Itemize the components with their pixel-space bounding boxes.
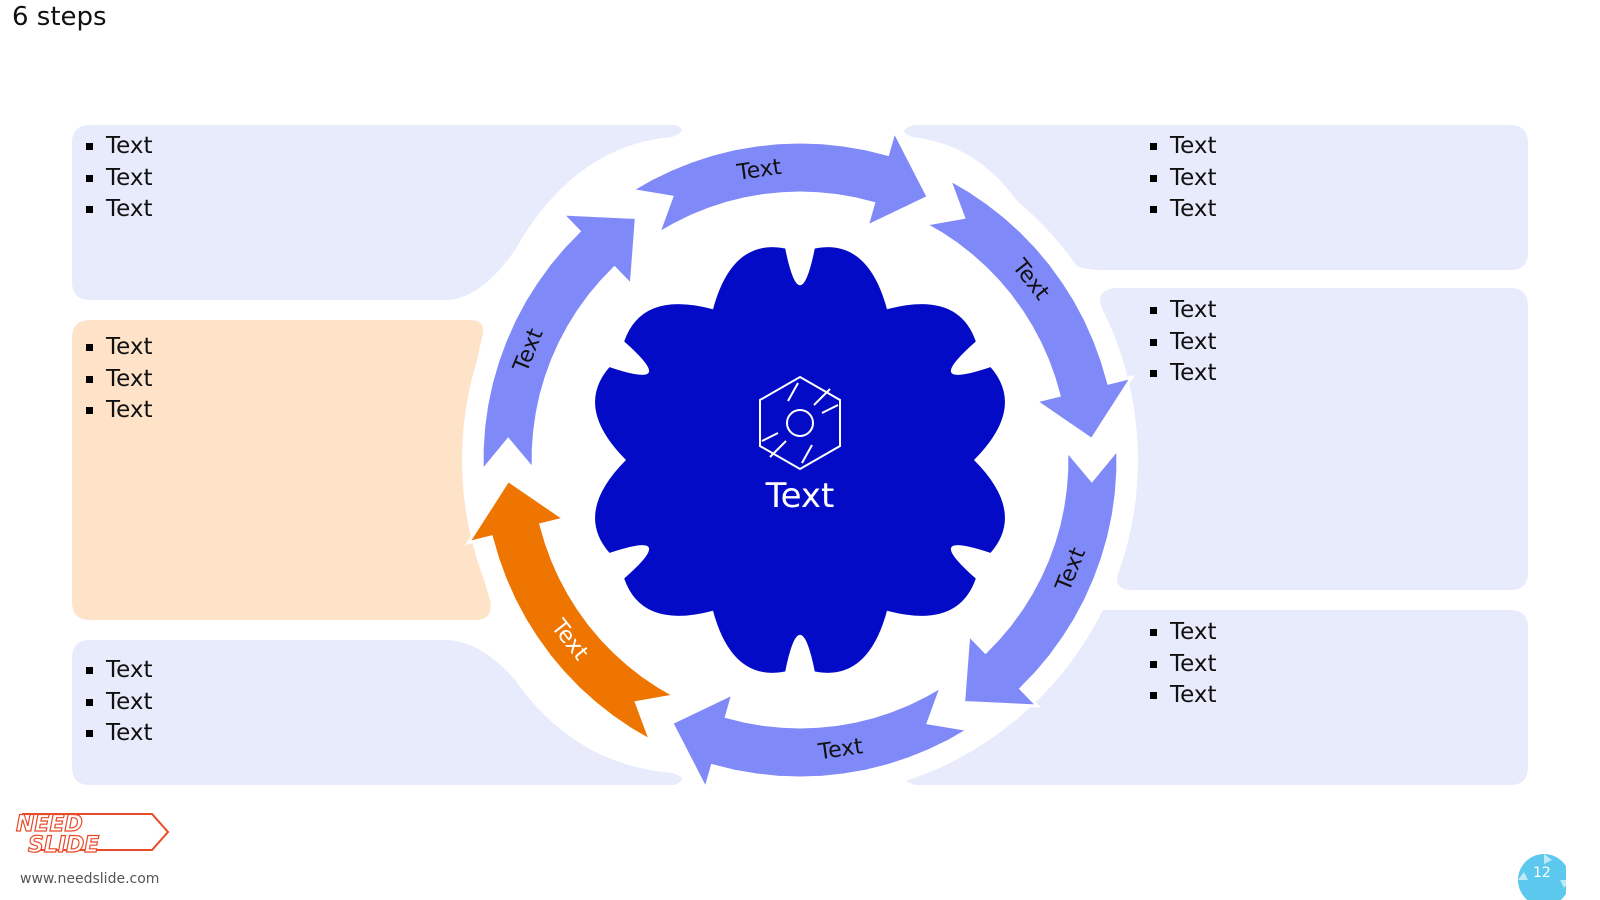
svg-text:NEED: NEED xyxy=(16,812,83,837)
panel-list-top-left: Text Text Text xyxy=(72,131,153,226)
svg-text:SLIDE: SLIDE xyxy=(28,833,99,858)
step-arrows xyxy=(464,127,1136,793)
panel-bottom-left xyxy=(72,640,682,785)
list-item: Text xyxy=(1136,680,1217,712)
page-badge-icon xyxy=(1518,854,1566,900)
step-arrow-1[interactable] xyxy=(464,478,680,745)
panel-list-top-right: Text Text Text xyxy=(1136,131,1217,226)
list-item: Text xyxy=(1136,327,1217,359)
center-label: Text xyxy=(765,476,835,516)
center-flower xyxy=(595,247,1005,673)
panel-middle-left[interactable] xyxy=(72,320,491,620)
cycle-arrows-icon xyxy=(759,375,841,471)
list-item: Text xyxy=(72,718,153,750)
list-item: Text xyxy=(72,395,153,427)
step-arrow-2[interactable] xyxy=(480,212,639,476)
list-item: Text xyxy=(72,131,153,163)
list-item: Text xyxy=(1136,617,1217,649)
step-arrow-4[interactable] xyxy=(920,175,1136,442)
logo-url: www.needslide.com xyxy=(20,871,160,887)
slide-title: 6 steps xyxy=(12,2,107,32)
list-item: Text xyxy=(72,687,153,719)
list-item: Text xyxy=(72,364,153,396)
panel-top-right xyxy=(904,125,1528,270)
list-item: Text xyxy=(72,194,153,226)
list-item: Text xyxy=(72,163,153,195)
list-item: Text xyxy=(1136,649,1217,681)
panel-middle-right xyxy=(1100,288,1528,590)
panel-list-middle-left: Text Text Text xyxy=(72,332,153,427)
panel-list-bottom-left: Text Text Text xyxy=(72,655,153,750)
list-item: Text xyxy=(1136,358,1217,390)
panel-list-bottom-right: Text Text Text xyxy=(1136,617,1217,712)
panel-top-left xyxy=(72,125,682,300)
step-arrow-5[interactable] xyxy=(961,444,1120,708)
panel-list-middle-right: Text Text Text xyxy=(1136,295,1217,390)
list-item: Text xyxy=(72,332,153,364)
needslide-logo: NEED SLIDE xyxy=(15,811,170,859)
list-item: Text xyxy=(1136,131,1217,163)
list-item: Text xyxy=(72,655,153,687)
list-item: Text xyxy=(1136,163,1217,195)
step-arrow-6[interactable] xyxy=(669,683,973,793)
list-item: Text xyxy=(1136,295,1217,327)
list-item: Text xyxy=(1136,194,1217,226)
page-number: 12 xyxy=(1533,865,1551,881)
step-arrow-3[interactable] xyxy=(627,127,931,237)
